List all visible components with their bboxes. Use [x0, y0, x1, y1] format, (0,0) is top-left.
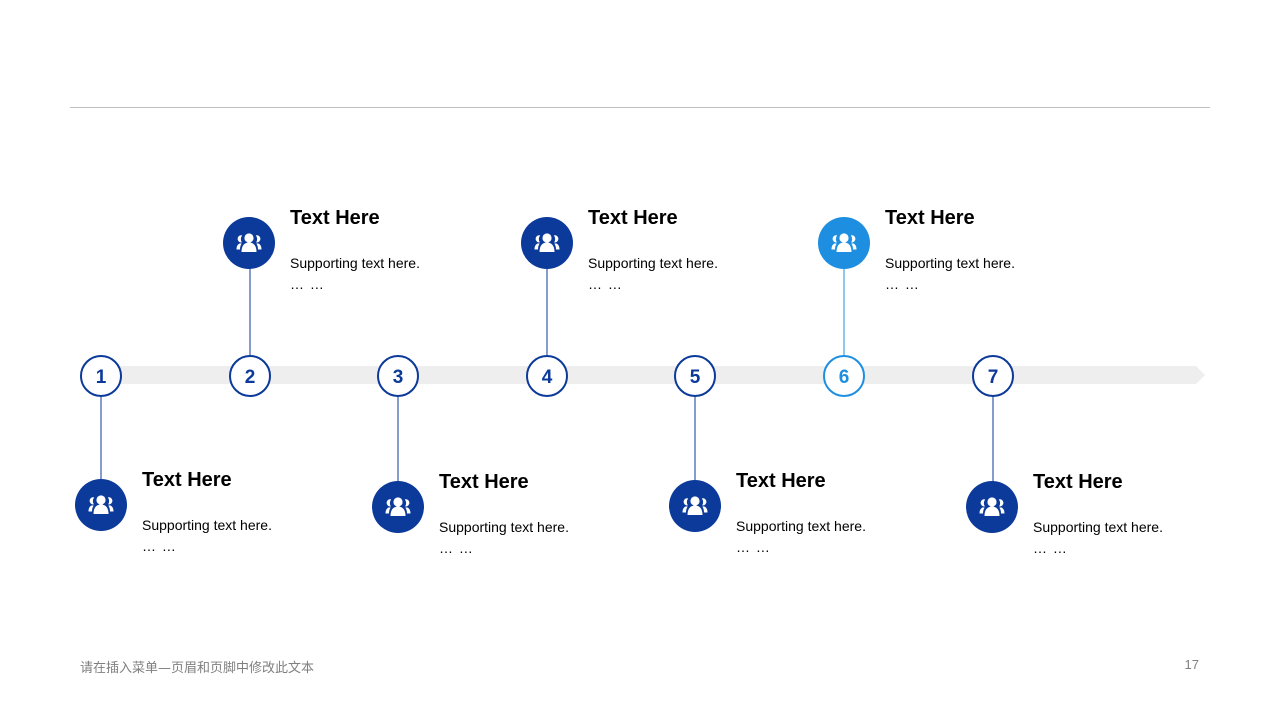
- person-group-icon: [818, 217, 870, 269]
- person-group-icon: [521, 217, 573, 269]
- step-1-text: Text Here Supporting text here. … …: [142, 468, 342, 556]
- footer-text: 请在插入菜单—页眉和页脚中修改此文本: [80, 661, 315, 676]
- step-6-text: Text Here Supporting text here. … …: [885, 206, 1085, 294]
- step-7-text: Text Here Supporting text here. … …: [1033, 470, 1233, 558]
- step-title: Text Here: [885, 207, 975, 229]
- step-title: Text Here: [290, 207, 380, 229]
- person-group-icon: [223, 217, 275, 269]
- step-number-2: 2: [245, 367, 256, 388]
- step-marker-3: 3: [377, 355, 419, 397]
- step-5-text: Text Here Supporting text here. … …: [736, 469, 936, 557]
- step-marker-7: 7: [972, 355, 1014, 397]
- step-marker-4: 4: [526, 355, 568, 397]
- step-ellipsis: … …: [290, 276, 325, 292]
- step-title: Text Here: [736, 470, 826, 492]
- step-title: Text Here: [142, 469, 232, 491]
- step-title: Text Here: [588, 207, 678, 229]
- step-description: Supporting text here.: [736, 518, 866, 534]
- step-marker-6: 6: [823, 355, 865, 397]
- person-group-icon: [372, 481, 424, 533]
- step-description: Supporting text here.: [588, 255, 718, 271]
- step-ellipsis: … …: [142, 538, 177, 554]
- header-rule: [70, 107, 1210, 108]
- step-2-text: Text Here Supporting text here. … …: [290, 206, 490, 294]
- step-description: Supporting text here.: [142, 517, 272, 533]
- step-number-3: 3: [393, 367, 404, 388]
- step-number-6: 6: [839, 367, 850, 388]
- step-ellipsis: … …: [588, 276, 623, 292]
- step-marker-5: 5: [674, 355, 716, 397]
- step-number-5: 5: [690, 367, 701, 388]
- step-description: Supporting text here.: [885, 255, 1015, 271]
- step-number-1: 1: [96, 367, 107, 388]
- step-ellipsis: … …: [885, 276, 920, 292]
- step-4-text: Text Here Supporting text here. … …: [588, 206, 788, 294]
- step-description: Supporting text here.: [290, 255, 420, 271]
- timeline-track-arrow: [100, 366, 1205, 384]
- step-3-text: Text Here Supporting text here. … …: [439, 470, 639, 558]
- person-group-icon: [966, 481, 1018, 533]
- page-number: 17: [1184, 657, 1199, 672]
- person-group-icon: [669, 480, 721, 532]
- step-ellipsis: … …: [1033, 540, 1068, 556]
- step-number-4: 4: [542, 367, 553, 388]
- step-title: Text Here: [1033, 471, 1123, 493]
- step-ellipsis: … …: [439, 540, 474, 556]
- step-number-7: 7: [988, 367, 999, 388]
- step-ellipsis: … …: [736, 539, 771, 555]
- step-title: Text Here: [439, 471, 529, 493]
- step-description: Supporting text here.: [439, 519, 569, 535]
- person-group-icon: [75, 479, 127, 531]
- step-marker-1: 1: [80, 355, 122, 397]
- step-marker-2: 2: [229, 355, 271, 397]
- step-description: Supporting text here.: [1033, 519, 1163, 535]
